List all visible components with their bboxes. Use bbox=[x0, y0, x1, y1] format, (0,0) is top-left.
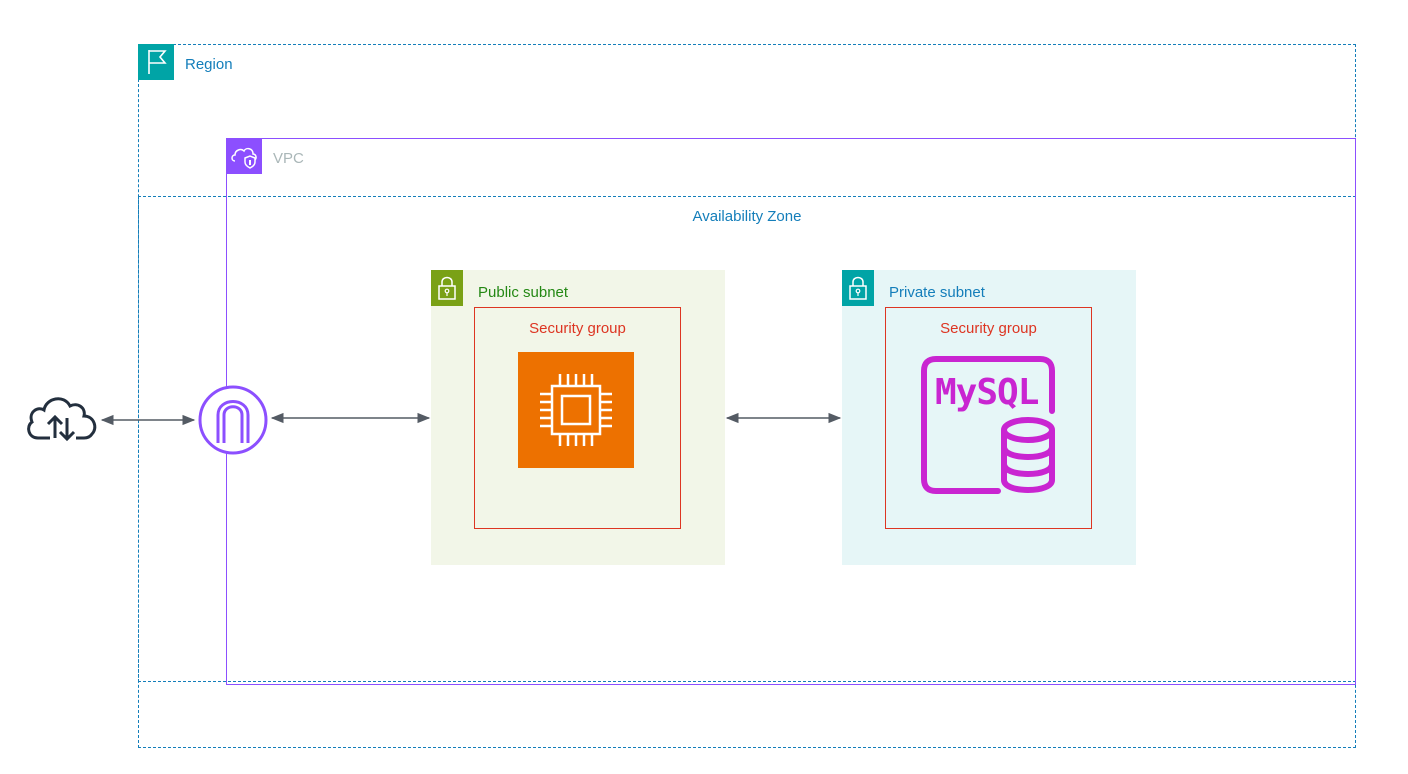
cloud-upload-download-icon bbox=[24, 392, 98, 444]
padlock-icon bbox=[431, 270, 463, 306]
region-label: Region bbox=[185, 56, 233, 73]
private-subnet-group bbox=[842, 270, 1136, 565]
mysql-database-icon bbox=[918, 355, 1058, 495]
private-subnet-label: Private subnet bbox=[889, 284, 985, 301]
padlock-icon bbox=[842, 270, 874, 306]
cloud-shield-icon bbox=[226, 138, 262, 174]
public-subnet-label: Public subnet bbox=[478, 284, 569, 301]
flag-icon bbox=[138, 44, 174, 80]
ec2-instance-icon bbox=[518, 352, 634, 468]
security-group-public-label: Security group bbox=[529, 320, 626, 337]
security-group-public bbox=[474, 307, 681, 529]
security-group-private bbox=[885, 307, 1092, 529]
security-group-private-label: Security group bbox=[940, 320, 1037, 337]
vpc-label: VPC bbox=[273, 150, 304, 167]
availability-zone-label: Availability Zone bbox=[692, 208, 802, 225]
mysql-label: MySQL bbox=[935, 372, 1039, 413]
internet-gateway-icon bbox=[196, 383, 270, 457]
